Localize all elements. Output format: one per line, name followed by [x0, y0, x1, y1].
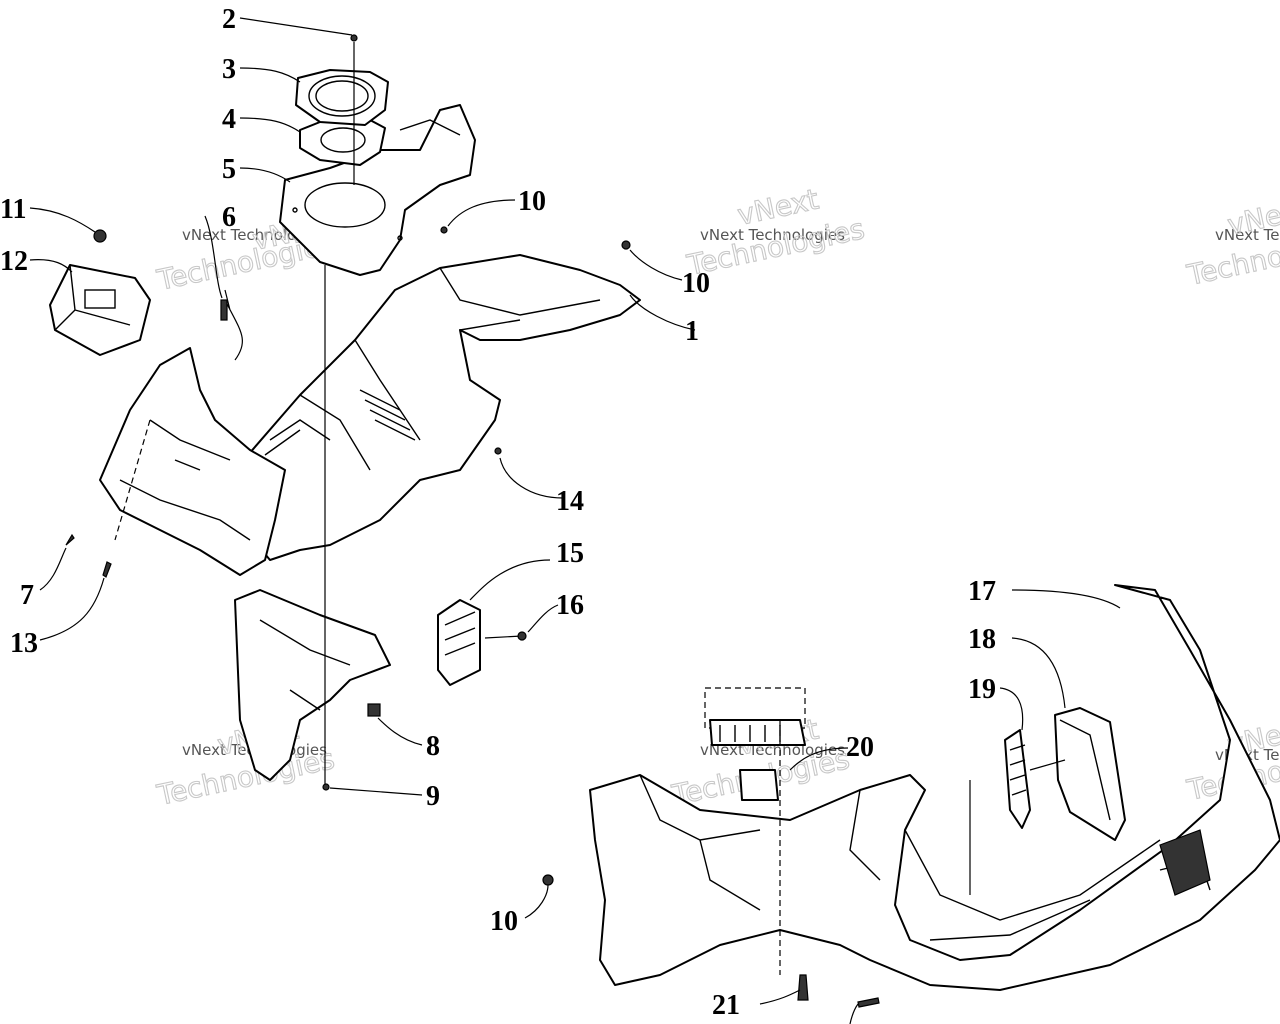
callout-13: 13	[10, 628, 38, 659]
screw	[797, 974, 809, 1001]
gasket	[299, 117, 386, 166]
vent-housing	[1054, 707, 1126, 841]
nut	[93, 229, 107, 243]
screw	[322, 783, 330, 791]
callout-3: 3	[222, 54, 236, 85]
callout-5: 5	[222, 154, 236, 185]
screw	[350, 34, 358, 185]
callout-10: 10	[682, 268, 710, 299]
callout-15: 15	[556, 538, 584, 569]
callout-11: 11	[0, 194, 26, 225]
side-bracket	[99, 347, 286, 576]
callout-4: 4	[222, 104, 236, 135]
callout-9: 9	[426, 781, 440, 812]
callout-labels: 2 3 4 5 6 10 10 1 11 12 14 15 16 7 13 8 …	[0, 4, 996, 1021]
callout-leaders	[29, 17, 1121, 1024]
callout-19: 19	[968, 674, 996, 705]
callout-14: 14	[556, 486, 584, 517]
callout-12: 12	[0, 246, 28, 277]
screw	[484, 631, 527, 641]
callout-21: 21	[712, 990, 740, 1021]
guide-line	[114, 419, 151, 541]
cable	[220, 289, 244, 361]
callout-10: 10	[490, 906, 518, 937]
pin	[494, 447, 502, 455]
callout-16: 16	[556, 590, 584, 621]
hood-nose	[589, 584, 1280, 991]
callout-17: 17	[968, 576, 996, 607]
watermark-small: vNext Technologies	[700, 226, 845, 244]
bezel-ring	[295, 69, 389, 126]
screw	[542, 874, 554, 886]
callout-6: 6	[222, 202, 236, 233]
callout-18: 18	[968, 624, 996, 655]
guide-line	[1029, 759, 1066, 771]
fuse-box	[704, 687, 806, 801]
callout-1: 1	[685, 316, 699, 347]
switch	[437, 599, 481, 686]
rivet	[65, 533, 75, 546]
callout-8: 8	[426, 731, 440, 762]
callout-2: 2	[222, 4, 236, 35]
screw	[857, 997, 880, 1008]
watermark-small: vNext Technologies	[1215, 226, 1280, 244]
screw	[102, 561, 112, 578]
clip	[367, 703, 381, 717]
dash-panel	[234, 254, 641, 561]
callout-10: 10	[518, 186, 546, 217]
lower-panel	[234, 589, 391, 781]
gauge-mount-plate	[279, 104, 476, 276]
control-module	[49, 264, 151, 356]
screw	[440, 226, 631, 250]
vent-grille	[1004, 729, 1031, 829]
callout-7: 7	[20, 580, 34, 611]
callout-20: 20	[846, 732, 874, 763]
